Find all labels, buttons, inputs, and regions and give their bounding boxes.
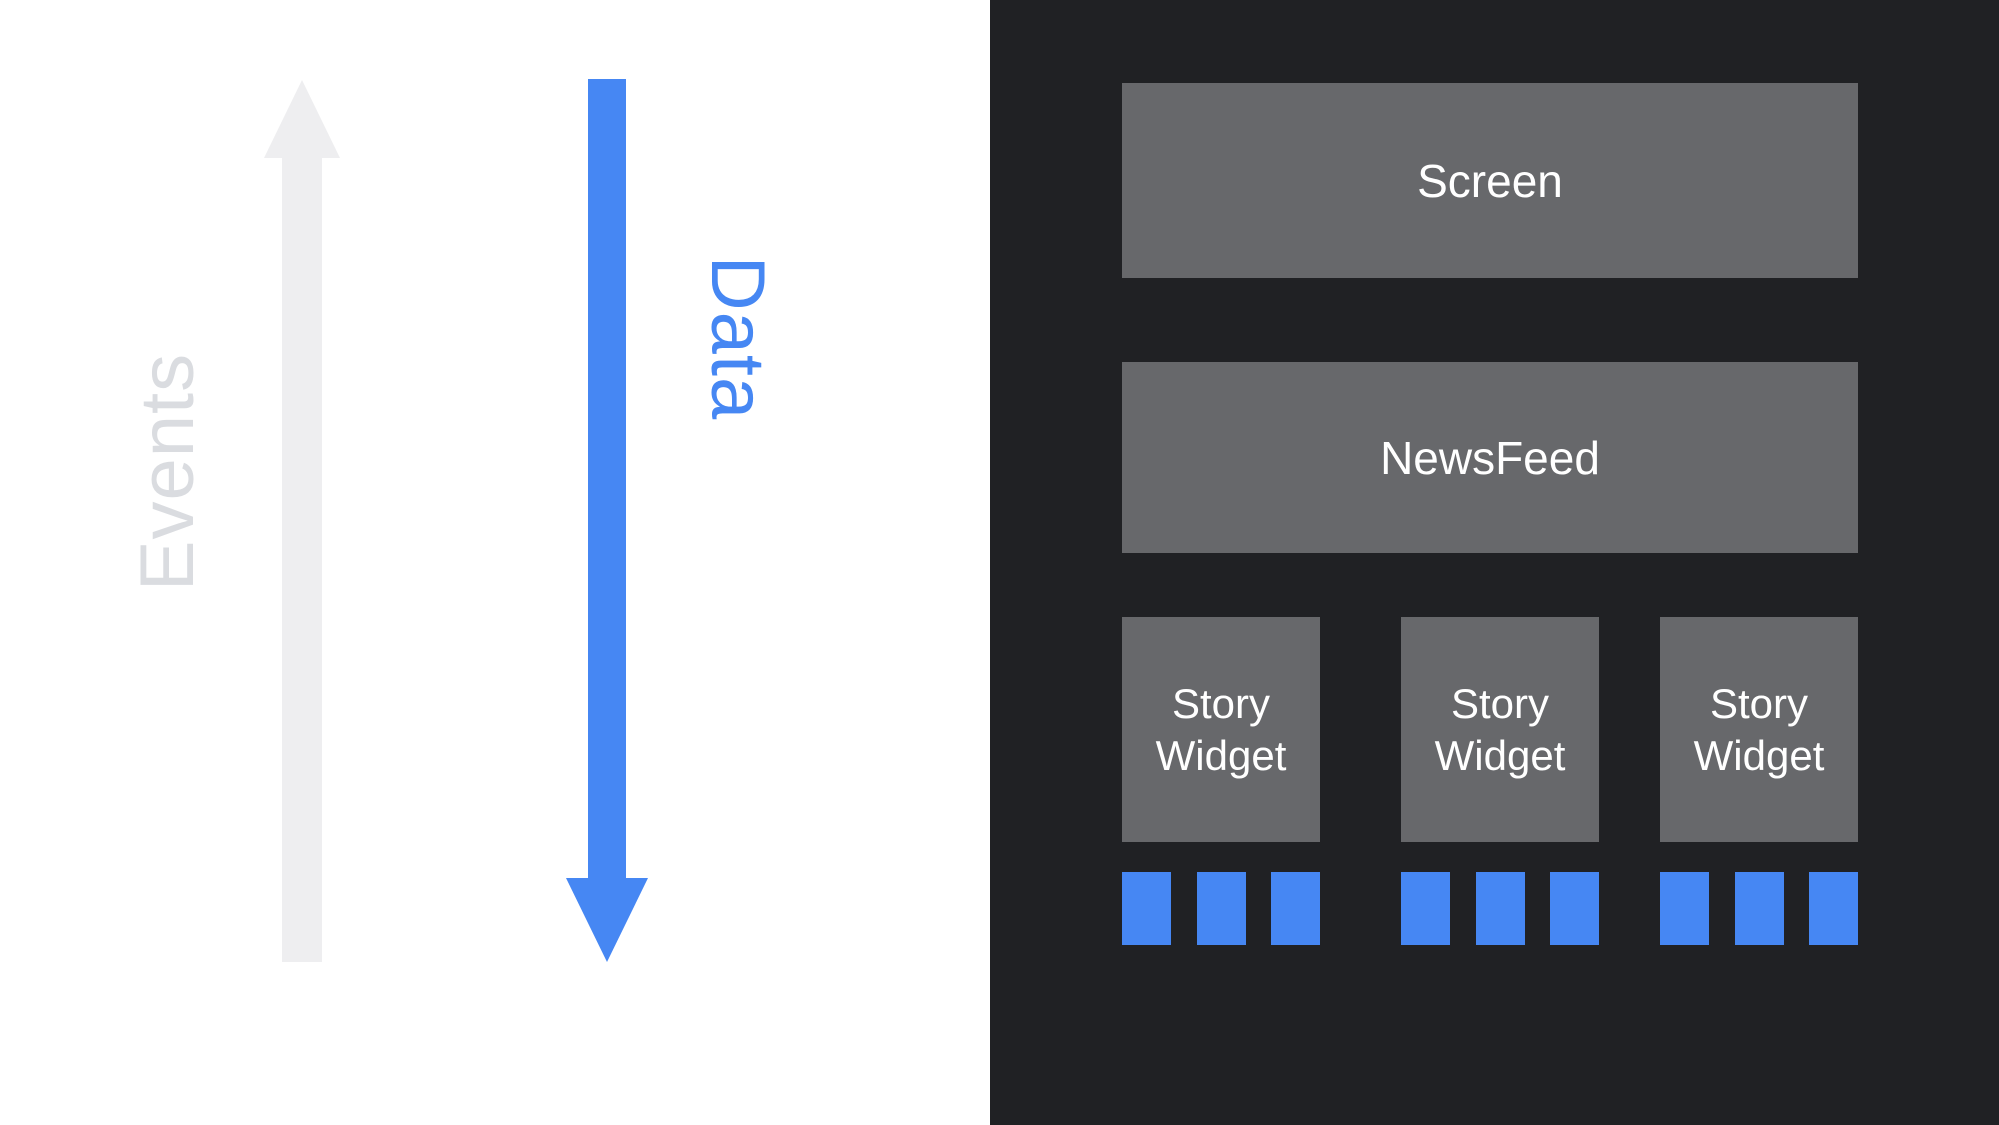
story-widget-box: Story Widget xyxy=(1401,617,1599,842)
story-item-square xyxy=(1122,872,1171,945)
story-item-square xyxy=(1475,872,1525,945)
arrow-down-head-icon xyxy=(566,878,648,962)
story-items-row xyxy=(1401,872,1599,945)
story-item-square xyxy=(1734,872,1784,945)
story-item-square xyxy=(1196,872,1246,945)
widget-tree-panel: Screen NewsFeed Story Widget Story Widge… xyxy=(990,0,1999,1125)
story-item-square xyxy=(1809,872,1858,945)
story-widget-group: Story Widget xyxy=(1660,617,1858,945)
events-flow-label: Events xyxy=(125,352,210,592)
flow-arrows-panel: Events Data xyxy=(0,0,990,1125)
story-items-row xyxy=(1122,872,1320,945)
arrow-up-head-icon xyxy=(264,80,340,158)
story-widget-box: Story Widget xyxy=(1660,617,1858,842)
story-item-square xyxy=(1550,872,1599,945)
data-flow-label: Data xyxy=(695,255,780,421)
story-item-square xyxy=(1660,872,1709,945)
story-widget-box: Story Widget xyxy=(1122,617,1320,842)
story-items-row xyxy=(1660,872,1858,945)
story-item-square xyxy=(1401,872,1450,945)
story-widget-group: Story Widget xyxy=(1122,617,1320,945)
story-widget-label: Story Widget xyxy=(1434,680,1566,779)
story-item-square xyxy=(1271,872,1320,945)
story-widget-group: Story Widget xyxy=(1401,617,1599,945)
newsfeed-widget-label: NewsFeed xyxy=(1380,431,1600,484)
screen-widget-box: Screen xyxy=(1122,83,1858,278)
arrow-down-shaft xyxy=(588,79,626,880)
arrow-up-shaft xyxy=(282,156,322,962)
story-widget-label: Story Widget xyxy=(1693,680,1825,779)
screen-widget-label: Screen xyxy=(1417,154,1563,207)
newsfeed-widget-box: NewsFeed xyxy=(1122,362,1858,553)
story-widget-label: Story Widget xyxy=(1155,680,1287,779)
